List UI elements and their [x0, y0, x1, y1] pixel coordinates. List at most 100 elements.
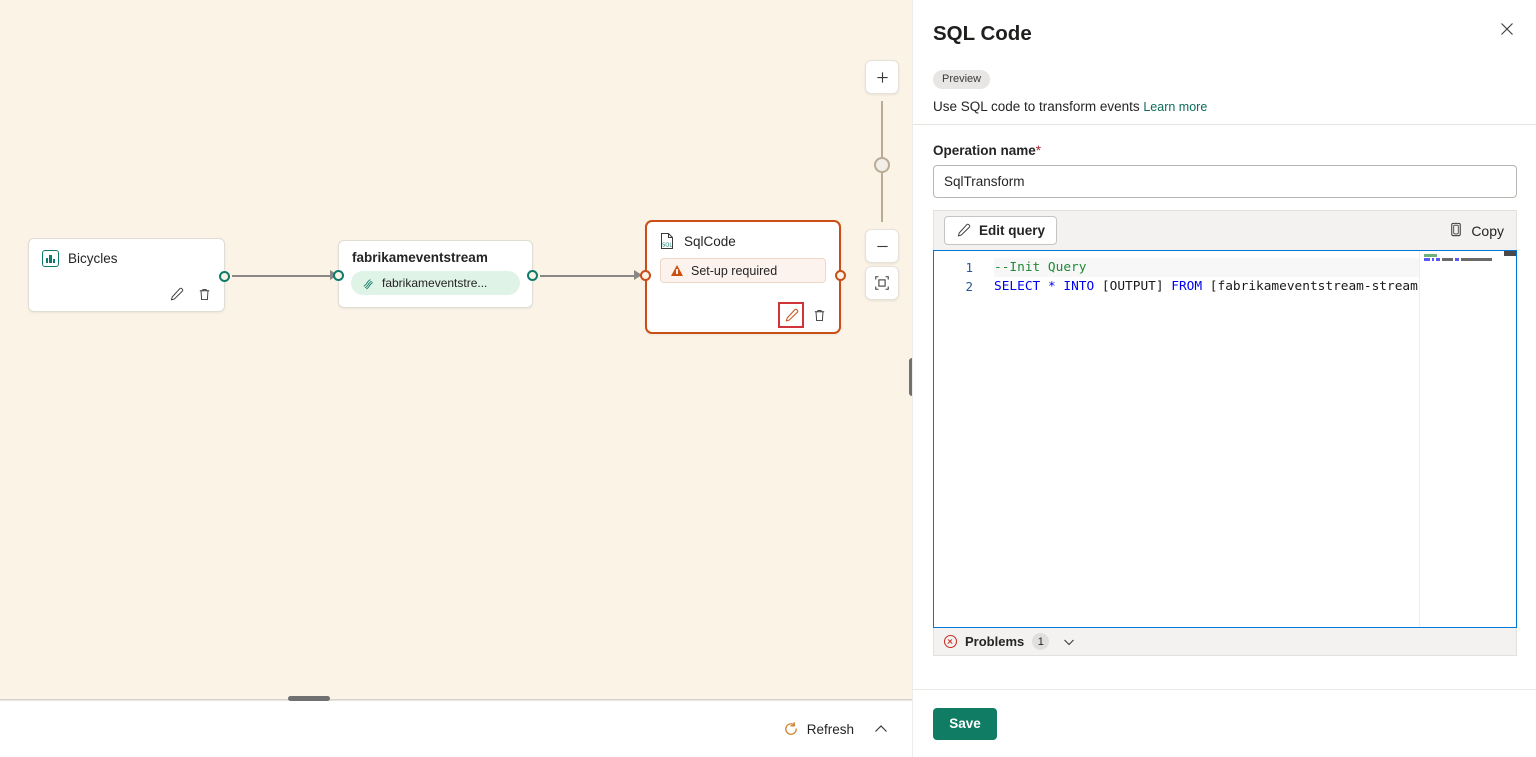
node-header: fabrikameventstream	[339, 241, 532, 265]
code-token: INTO	[1063, 279, 1095, 294]
required-marker: *	[1035, 143, 1042, 158]
minimap-line	[1424, 254, 1512, 257]
copy-icon	[1451, 222, 1462, 237]
learn-more-link[interactable]: Learn more	[1143, 100, 1208, 114]
copy-label: Copy	[1471, 222, 1504, 239]
zoom-slider-track[interactable]	[874, 101, 890, 222]
minimap-segment	[1454, 258, 1460, 261]
minus-icon	[876, 245, 888, 247]
code-token: [fabrikameventstream-stream]	[1202, 279, 1419, 294]
preview-badge: Preview	[933, 70, 991, 89]
trash-icon[interactable]	[809, 305, 829, 325]
code-token: SELECT	[994, 279, 1041, 294]
close-button[interactable]	[1494, 16, 1520, 42]
node-output-port[interactable]	[219, 271, 230, 282]
panel-header: SQL Code Preview Use SQL code to transfo…	[913, 0, 1536, 125]
canvas-node-bicycles[interactable]: Bicycles	[28, 238, 230, 312]
code-line[interactable]: SELECT * INTO [OUTPUT] FROM [fabrikameve…	[994, 277, 1419, 296]
node-header: SQL SqlCode	[647, 222, 839, 250]
operation-name-label-text: Operation name	[933, 143, 1036, 158]
plus-icon	[876, 71, 888, 83]
canvas-node-sqlcode[interactable]: SQL SqlCode Set-up required	[640, 220, 846, 334]
edit-query-button[interactable]: Edit query	[944, 216, 1058, 245]
status-badge: Set-up required	[660, 258, 826, 283]
node-title-label: SqlCode	[684, 233, 736, 249]
operation-name-input[interactable]	[933, 165, 1517, 198]
problems-expand-button[interactable]	[1061, 634, 1077, 650]
editor-toolbar: Edit query Copy	[933, 210, 1517, 250]
minimap-line	[1424, 258, 1512, 261]
minimap-segment	[1424, 254, 1437, 257]
node-actions	[778, 302, 829, 328]
trash-icon[interactable]	[194, 284, 214, 304]
code-token: --Init Query	[994, 260, 1087, 275]
minimap-scrollbar[interactable]	[1504, 251, 1516, 256]
canvas-resize-handle[interactable]	[288, 696, 330, 701]
line-number: 1	[965, 260, 973, 275]
problems-bar[interactable]: Problems 1	[933, 628, 1517, 656]
operation-name-label: Operation name*	[933, 143, 1516, 158]
eventstream-canvas[interactable]: Bicycles fabrikameventstream	[0, 0, 912, 757]
panel-splitter-handle[interactable]	[909, 358, 912, 396]
edge-stream-to-sqlcode	[540, 275, 639, 277]
collapse-panel-button[interactable]	[872, 720, 890, 738]
node-header: Bicycles	[29, 239, 224, 267]
node-input-port[interactable]	[333, 270, 344, 281]
panel-body: Operation name* Edit query Copy 12	[913, 125, 1536, 656]
zoom-controls	[864, 60, 900, 300]
canvas-divider	[0, 699, 912, 700]
error-circle-icon	[944, 635, 957, 648]
panel-subtitle-text: Use SQL code to transform events	[933, 99, 1140, 114]
stream-icon	[362, 277, 375, 290]
minimap-segment	[1436, 258, 1441, 261]
canvas-surface[interactable]: Bicycles fabrikameventstream	[0, 0, 912, 701]
minimap-segment	[1424, 258, 1431, 261]
code-token	[1040, 279, 1048, 294]
edit-query-label: Edit query	[979, 223, 1046, 238]
copy-button[interactable]: Copy	[1448, 222, 1504, 239]
canvas-bottom-bar: Refresh	[0, 700, 912, 757]
edge-arrow-2	[634, 270, 642, 280]
node-actions	[166, 284, 214, 304]
refresh-icon	[784, 721, 797, 735]
panel-footer: Save	[913, 689, 1536, 757]
warning-icon	[671, 265, 683, 276]
chevron-down-icon	[1064, 639, 1075, 645]
line-number: 2	[965, 279, 973, 294]
bar-chart-icon	[42, 250, 59, 267]
node-title-label: fabrikameventstream	[352, 250, 488, 265]
node-stream-pill-label: fabrikameventstre...	[382, 276, 488, 290]
sql-code-panel: SQL Code Preview Use SQL code to transfo…	[912, 0, 1536, 757]
code-line[interactable]: --Init Query	[994, 258, 1419, 277]
page-title: SQL Code	[933, 22, 1032, 45]
problems-count-badge: 1	[1032, 633, 1050, 650]
pencil-icon[interactable]	[166, 284, 186, 304]
pencil-icon[interactable]	[778, 302, 804, 328]
editor-minimap[interactable]	[1419, 251, 1516, 627]
refresh-button[interactable]: Refresh	[783, 721, 854, 737]
node-output-port[interactable]	[527, 270, 538, 281]
zoom-slider-handle[interactable]	[874, 157, 890, 173]
node-stream-pill[interactable]: fabrikameventstre...	[351, 271, 520, 295]
save-button[interactable]: Save	[933, 707, 997, 740]
node-title-label: Bicycles	[68, 251, 118, 266]
svg-text:SQL: SQL	[662, 243, 672, 249]
minimap-segment	[1442, 258, 1453, 261]
node-input-port[interactable]	[640, 270, 651, 281]
fit-to-screen-icon	[875, 276, 889, 290]
minimap-segment	[1432, 258, 1435, 261]
fit-to-screen-button[interactable]	[865, 266, 899, 300]
panel-subtitle: Use SQL code to transform events Learn m…	[933, 99, 1514, 114]
code-token: [OUTPUT]	[1094, 279, 1172, 294]
node-output-port[interactable]	[835, 270, 846, 281]
zoom-out-button[interactable]	[865, 229, 899, 263]
pencil-icon	[957, 223, 971, 237]
zoom-in-button[interactable]	[865, 60, 899, 94]
canvas-node-fabrikameventstream[interactable]: fabrikameventstream fabrikameventstre...	[333, 240, 538, 308]
chevron-up-icon	[875, 725, 887, 732]
code-token: *	[1047, 279, 1056, 294]
edge-bicycles-to-stream	[232, 275, 335, 277]
